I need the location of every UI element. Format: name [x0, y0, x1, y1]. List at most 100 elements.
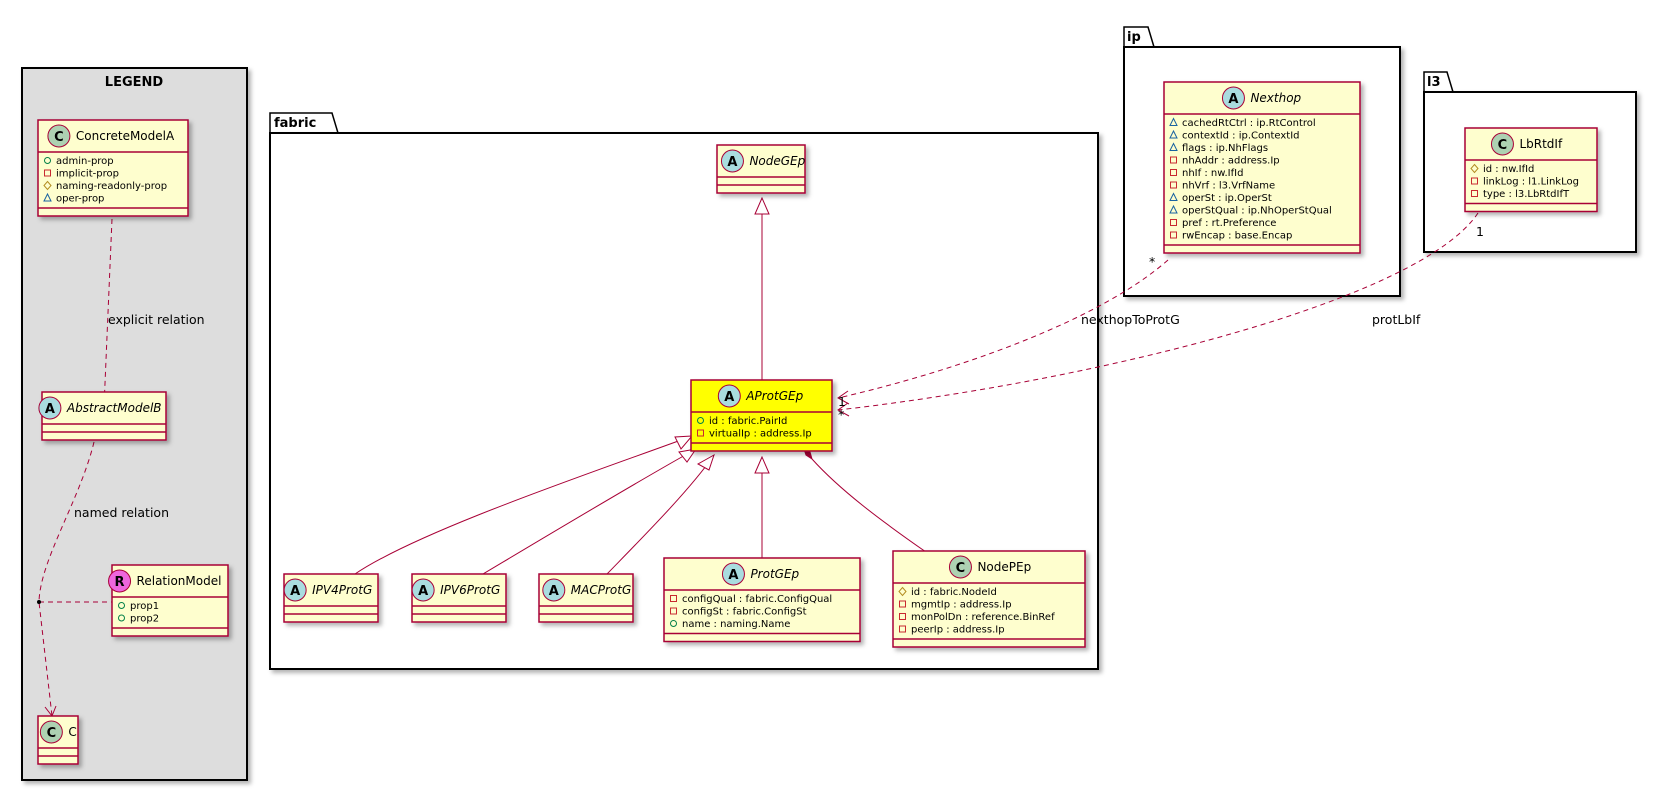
class-name: RelationModel [137, 574, 222, 588]
class-name: NodePEp [977, 560, 1031, 574]
stereotype-letter: A [1228, 92, 1238, 107]
class-name: IPV4ProtG [312, 583, 372, 597]
triangle-ipv6 [678, 448, 698, 463]
legend-title: LEGEND [105, 75, 164, 90]
package-l3-label: l3 [1427, 75, 1441, 90]
class-attribute: prop2 [130, 614, 159, 625]
visibility-public-icon [118, 614, 125, 622]
class-attribute: id : nw.IfId [1483, 164, 1534, 175]
class-box [111, 564, 229, 637]
class-attribute: nhAddr : address.Ip [1182, 156, 1280, 167]
class-attribute: oper-prop [56, 194, 104, 205]
class-name: C [68, 725, 76, 739]
multiplicity-protlbif-source: 1 [1476, 224, 1484, 239]
class-name: AProtGEp [745, 389, 803, 403]
stereotype-letter: C [47, 726, 57, 741]
composition-nodepep-aprotgep [811, 458, 927, 553]
class-box [690, 379, 833, 452]
stereotype-spot-icon [411, 578, 435, 602]
stereotype-spot-icon [542, 578, 566, 602]
visibility-protected-icon [1470, 163, 1479, 174]
class-name: ProtGEp [750, 567, 799, 581]
class-name: Nexthop [1250, 91, 1301, 105]
class-attribute: id : fabric.PairId [709, 416, 787, 427]
class-box [1163, 81, 1361, 254]
generalization-ipv6-aprotgep [482, 448, 697, 575]
visibility-private-icon [670, 607, 677, 615]
class-attribute: contextId : ip.ContextId [1182, 131, 1300, 142]
class-AbstractModelB[interactable]: A AbstractModelB [38, 391, 167, 441]
explicit-relation-line [103, 218, 113, 408]
class-name: NodeGEp [749, 154, 805, 168]
class-name: IPV6ProtG [440, 583, 500, 597]
stereotype-letter: C [956, 561, 966, 576]
class-attribute: configSt : fabric.ConfigSt [682, 607, 807, 618]
stereotype-spot-icon [47, 124, 71, 148]
visibility-package-icon [43, 192, 52, 202]
stereotype-spot-icon [1490, 132, 1514, 156]
stereotype-spot-icon [721, 562, 745, 586]
multiplicity-nexthop-source: * [1149, 254, 1155, 269]
visibility-private-icon [899, 613, 906, 620]
stereotype-spot-icon [720, 149, 744, 173]
visibility-package-icon [1169, 192, 1178, 201]
visibility-private-icon [1170, 219, 1177, 226]
visibility-public-icon [118, 602, 125, 609]
visibility-private-icon [1471, 190, 1478, 197]
class-Nexthop[interactable]: A Nexthop cachedRtCtrl : ip.RtControl conte… [1163, 81, 1361, 254]
stereotype-letter: A [724, 390, 734, 405]
visibility-private-icon [670, 595, 677, 602]
named-relation-line [38, 441, 95, 717]
triangle-ipv4 [674, 435, 694, 450]
class-attribute: flags : ip.NhFlags [1182, 143, 1268, 154]
stereotype-spot-icon [1221, 86, 1245, 110]
class-name: AbstractModelB [66, 401, 162, 415]
visibility-private-icon [44, 169, 51, 177]
class-attribute: operSt : ip.OperSt [1182, 193, 1272, 204]
visibility-package-icon [1169, 204, 1178, 214]
visibility-private-icon [899, 600, 906, 608]
nexthop-to-aprotgep-arrowhead [837, 390, 850, 405]
stereotype-spot-icon [38, 396, 62, 420]
class-attribute: prop1 [130, 601, 159, 612]
relation-junction [37, 600, 41, 604]
generalization-ipv4-aprotgep [354, 435, 693, 575]
triangle-mac [696, 453, 715, 471]
stereotype-letter: A [727, 155, 737, 170]
stereotype-letter: A [45, 402, 55, 417]
stereotype-spot-icon [283, 578, 307, 602]
visibility-protected-icon [898, 586, 907, 597]
stereotype-spot-icon [39, 720, 63, 744]
stereotype-spot-icon [108, 569, 132, 593]
class-attribute: operStQual : ip.NhOperStQual [1182, 206, 1332, 217]
multiplicity-protlbif-target: * [838, 407, 844, 422]
class-attribute: id : fabric.NodeId [911, 587, 997, 598]
class-name: MACProtG [571, 583, 631, 597]
visibility-private-icon [1170, 181, 1177, 189]
class-NodeGEp[interactable]: A NodeGEp [716, 144, 806, 194]
visibility-package-icon [1169, 142, 1178, 151]
class-attribute: rwEncap : base.Encap [1182, 231, 1292, 242]
visibility-package-icon [1169, 117, 1178, 126]
class-attribute: nhVrf : l3.VrfName [1182, 181, 1275, 192]
class-IPV4ProtG[interactable]: A IPV4ProtG [283, 573, 379, 623]
class-attribute: naming-readonly-prop [56, 181, 167, 192]
stereotype-letter: A [728, 568, 738, 583]
multiplicity-nexthop-target: 1 [838, 394, 846, 409]
package-ip-label: ip [1127, 30, 1141, 45]
stereotype-letter: A [290, 584, 300, 599]
class-attribute: admin-prop [56, 156, 114, 167]
class-attribute: cachedRtCtrl : ip.RtControl [1182, 118, 1316, 129]
